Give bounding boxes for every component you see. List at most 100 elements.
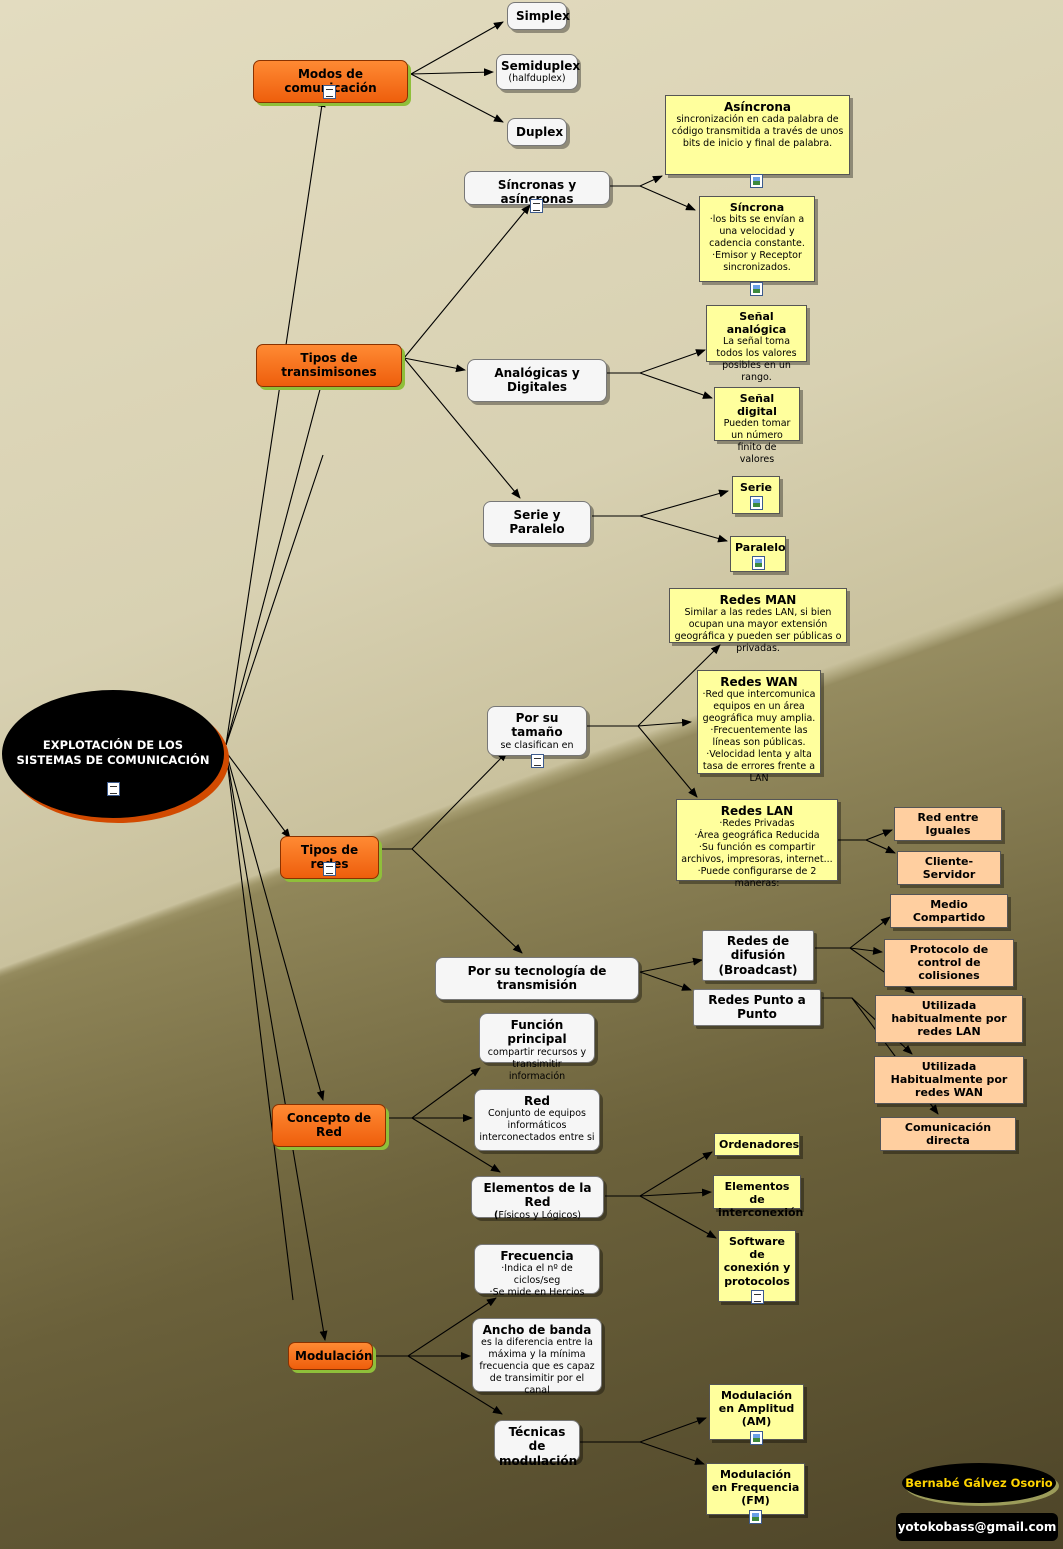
node-ancho-banda-text: es la diferencia entre la máxima y la mí…: [479, 1337, 595, 1396]
node-modulacion-am-label: Modulación en Amplitud (AM): [718, 1389, 795, 1429]
node-redes-punto[interactable]: Redes Punto a Punto: [693, 989, 821, 1026]
node-por-tamano[interactable]: Por su tamaño se clasifican en: [487, 706, 587, 768]
node-modulacion-label: Modulación: [295, 1349, 373, 1363]
root-label-1: EXPLOTACIÓN DE LOS: [42, 738, 184, 752]
node-medio-compartido[interactable]: Medio Compartido: [890, 894, 1008, 929]
node-por-tamano-sub: se clasifican en: [500, 739, 574, 751]
node-redes-difusion[interactable]: Redes de difusión (Broadcast): [702, 930, 814, 982]
node-modulacion[interactable]: Modulación: [288, 1342, 373, 1371]
image-icon[interactable]: [751, 556, 765, 571]
node-tecnicas-modulacion[interactable]: Técnicas de modulación: [494, 1420, 580, 1468]
node-concepto-red[interactable]: Concepto de Red: [272, 1104, 386, 1147]
node-sincrona[interactable]: Síncrona ·los bits se envían a una veloc…: [699, 196, 815, 282]
node-analogicas[interactable]: Analógicas y Digitales: [467, 359, 607, 402]
note-icon[interactable]: [323, 862, 336, 876]
note-icon[interactable]: [530, 753, 544, 768]
node-utilizada-wan-label: Utilizada Habitualmente por redes WAN: [890, 1060, 1008, 1100]
author-email[interactable]: yotokobass@gmail.com: [896, 1513, 1058, 1541]
node-sincrona-title: Síncrona: [729, 201, 785, 214]
author-badge: Bernabé Gálvez Osorio: [902, 1463, 1056, 1503]
node-cliente-servidor[interactable]: Cliente-Servidor: [897, 851, 1001, 886]
node-elementos-red-title: Elementos de la Red: [483, 1181, 592, 1210]
node-modulacion-fm-label: Modulación en Frequencia (FM): [711, 1468, 800, 1508]
node-funcion-principal[interactable]: Función principal compartir recursos y t…: [479, 1013, 595, 1082]
node-funcion-principal-title: Función principal: [507, 1018, 567, 1047]
note-icon[interactable]: [530, 199, 543, 213]
image-icon[interactable]: [750, 1430, 763, 1445]
node-sincrona-text-1: ·los bits se envían a una velocidad y ca…: [709, 214, 805, 249]
node-ordenadores[interactable]: Ordenadores: [714, 1133, 800, 1157]
node-duplex[interactable]: Duplex: [507, 118, 567, 147]
node-tipos-transmisiones-label: Tipos de transimisones: [281, 351, 377, 380]
node-redes-difusion-label-1: Redes de difusión: [726, 934, 790, 963]
root-node[interactable]: EXPLOTACIÓN DE LOS SISTEMAS DE COMUNICAC…: [2, 690, 224, 818]
node-red-text: Conjunto de equipos informáticos interco…: [479, 1108, 595, 1144]
node-senal-analogica-title: Señal analógica: [726, 310, 787, 337]
node-redes-wan-text-2: ·Frecuentemente las líneas son públicas.: [710, 725, 808, 748]
node-funcion-principal-text: compartir recursos y transimitir informa…: [487, 1046, 587, 1082]
node-simplex-label: Simplex: [516, 9, 570, 23]
node-redes-wan-text-1: ·Red que intercomunica equipos en un áre…: [702, 689, 816, 725]
node-semiduplex[interactable]: Semiduplex (halfduplex): [496, 54, 581, 91]
node-utilizada-lan[interactable]: Utilizada habitualmente por redes LAN: [875, 995, 1023, 1043]
node-serie-paralelo-label: Serie y Paralelo: [509, 508, 565, 537]
node-duplex-label: Duplex: [516, 125, 564, 139]
node-redes-lan-text-3: ·Su función es compartir archivos, impre…: [681, 842, 833, 866]
author-email-text: yotokobass@gmail.com: [897, 1520, 1057, 1534]
node-redes-lan-text-4: ·Puede configurarse de 2 maneras:: [697, 865, 817, 889]
node-modulacion-fm[interactable]: Modulación en Frequencia (FM): [706, 1463, 805, 1524]
node-elementos-interconexion[interactable]: Elementos de interconexión: [713, 1175, 803, 1219]
node-frecuencia[interactable]: Frecuencia ·Indica el nº de ciclos/seg ·…: [474, 1244, 600, 1298]
node-red[interactable]: Red Conjunto de equipos informáticos int…: [474, 1089, 600, 1151]
node-redes-punto-label: Redes Punto a Punto: [708, 993, 806, 1022]
note-icon[interactable]: [750, 1289, 764, 1304]
node-tipos-redes[interactable]: Tipos de redes: [280, 836, 379, 879]
node-serie-label: Serie: [739, 481, 773, 494]
node-redes-wan[interactable]: Redes WAN ·Red que intercomunica equipos…: [697, 670, 821, 784]
node-serie-paralelo[interactable]: Serie y Paralelo: [483, 501, 591, 544]
node-protocolo-colisiones[interactable]: Protocolo de control de colisiones: [884, 939, 1014, 987]
image-icon[interactable]: [750, 282, 763, 296]
node-ordenadores-label: Ordenadores: [719, 1138, 800, 1151]
node-analogicas-label: Analógicas y Digitales: [494, 366, 580, 395]
node-comunicacion-directa[interactable]: Comunicación directa: [880, 1117, 1016, 1152]
node-software-conexion-label: Software de conexión y protocolos: [723, 1235, 791, 1288]
node-serie[interactable]: Serie: [732, 476, 780, 514]
author-name: Bernabé Gálvez Osorio: [905, 1476, 1053, 1490]
node-software-conexion[interactable]: Software de conexión y protocolos: [718, 1230, 796, 1304]
node-redes-man[interactable]: Redes MAN Similar a las redes LAN, si bi…: [669, 588, 847, 654]
node-simplex[interactable]: Simplex: [507, 2, 570, 31]
node-senal-digital[interactable]: Señal digital Pueden tomar un número fin…: [714, 387, 800, 465]
image-icon[interactable]: [749, 496, 763, 511]
node-redes-lan-text-2: ·Área geográfica Reducida: [694, 830, 820, 842]
node-ancho-banda-title: Ancho de banda: [482, 1323, 592, 1337]
node-ancho-banda[interactable]: Ancho de banda es la diferencia entre la…: [472, 1318, 602, 1396]
node-cliente-servidor-label: Cliente-Servidor: [922, 855, 976, 882]
note-icon[interactable]: [323, 85, 336, 99]
node-utilizada-wan[interactable]: Utilizada Habitualmente por redes WAN: [874, 1056, 1024, 1104]
node-elementos-interconexion-label: Elementos de interconexión: [718, 1180, 804, 1220]
note-icon[interactable]: [106, 781, 120, 796]
node-elementos-red[interactable]: Elementos de la Red (Físicos y Lógicos): [471, 1176, 604, 1221]
node-red-iguales[interactable]: Red entre Iguales: [894, 807, 1002, 842]
root-label-2: SISTEMAS DE COMUNICACIÓN: [16, 752, 210, 767]
node-tecnicas-modulacion-label: Técnicas de modulación: [499, 1425, 578, 1468]
node-tecnologia[interactable]: Por su tecnología de transmisión: [435, 957, 639, 1000]
node-tipos-transmisiones[interactable]: Tipos de transimisones: [256, 344, 402, 387]
node-tecnologia-label: Por su tecnología de transmisión: [467, 964, 607, 993]
node-frecuencia-title: Frecuencia: [500, 1249, 574, 1263]
node-paralelo[interactable]: Paralelo: [730, 536, 786, 572]
node-asincrona[interactable]: Asíncrona sincronización en cada palabra…: [665, 95, 850, 175]
node-modulacion-am[interactable]: Modulación en Amplitud (AM): [709, 1384, 804, 1445]
node-senal-analogica[interactable]: Señal analógica La señal toma todos los …: [706, 305, 807, 383]
node-frecuencia-text-1: ·Indica el nº de ciclos/seg: [501, 1263, 573, 1287]
node-redes-difusion-label-2: (Broadcast): [718, 962, 798, 977]
node-redes-lan-text-1: ·Redes Privadas: [719, 818, 795, 830]
image-icon[interactable]: [749, 1509, 762, 1524]
node-redes-lan-title: Redes LAN: [720, 804, 794, 818]
node-senal-analogica-text: La señal toma todos los valores posibles…: [716, 336, 797, 383]
node-semiduplex-label: Semiduplex: [501, 59, 581, 73]
image-icon[interactable]: [750, 174, 763, 188]
node-redes-lan[interactable]: Redes LAN ·Redes Privadas ·Área geográfi…: [676, 799, 838, 889]
